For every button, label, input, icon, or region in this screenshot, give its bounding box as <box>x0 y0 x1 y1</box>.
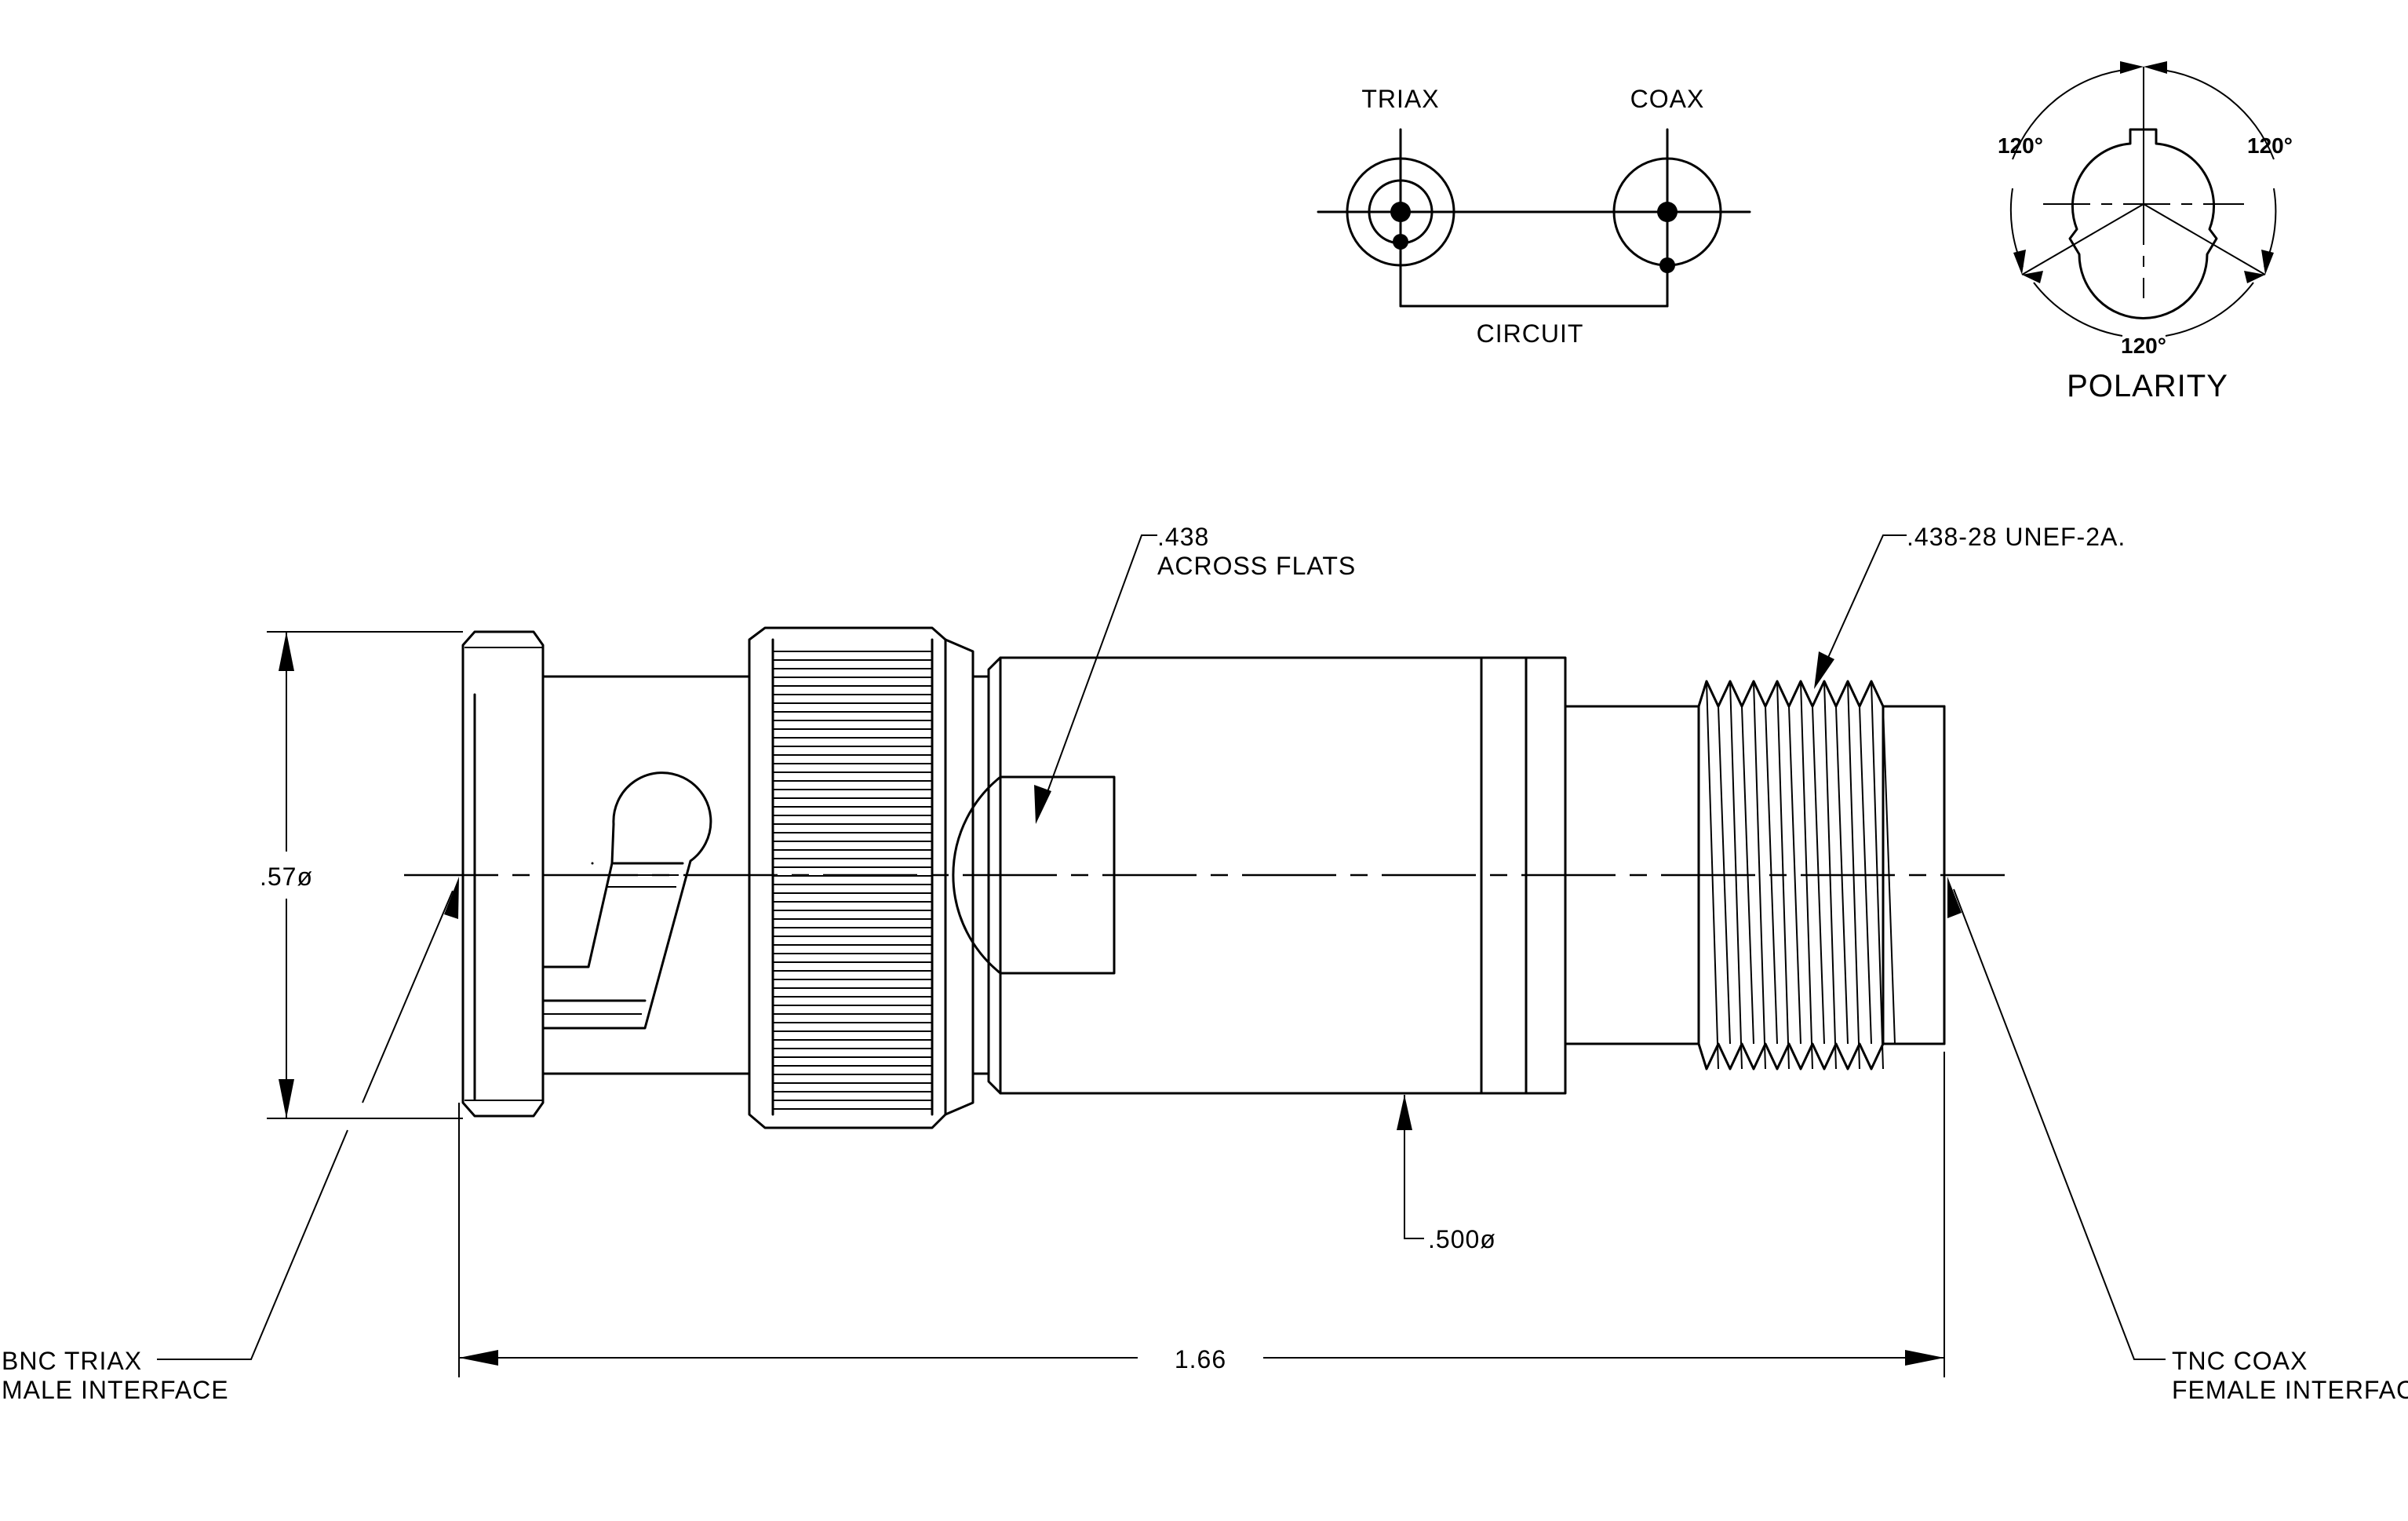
polarity-angle-bottom: 120° <box>2121 334 2166 358</box>
thread-line <box>1788 706 1801 1045</box>
polarity-title: POLARITY <box>2067 369 2228 403</box>
right-interface-line1: TNC COAX <box>2172 1347 2308 1375</box>
bnc-front-ring <box>461 630 545 1118</box>
overall-diameter-label: .57ø <box>260 863 313 891</box>
thread-spec: .438-28 UNEF-2A. <box>1907 523 2126 551</box>
callout-across-flats: .438 ACROSS FLATS <box>1034 523 1356 824</box>
left-interface-line2: MALE INTERFACE <box>2 1376 229 1404</box>
triax-symbol <box>1346 128 1455 308</box>
overall-length-label: 1.66 <box>1175 1345 1226 1373</box>
polarity-angle-top-right: 120° <box>2247 133 2293 158</box>
knurled-coupling-nut <box>748 626 990 1129</box>
connector-side-view <box>404 626 2005 1129</box>
triax-label: TRIAX <box>1361 85 1439 113</box>
polarity-angle-top-left: 120° <box>1998 133 2043 158</box>
thread-line <box>1753 680 1766 1070</box>
across-flats-value: .438 <box>1157 523 1209 551</box>
callout-thread: .438-28 UNEF-2A. <box>1814 523 2126 689</box>
callout-right-interface: TNC COAX FEMALE INTERFACE <box>1947 877 2408 1404</box>
polarity-view: 120° 120° 120° POLARITY <box>1998 61 2293 403</box>
tnc-neck <box>1564 705 1700 1045</box>
dimensions: .57ø 1.66 .438 ACROSS FLATS .438-28 UNEF… <box>2 523 2408 1404</box>
coax-label: COAX <box>1630 85 1705 113</box>
callout-body-diameter: .500ø <box>1397 1095 1496 1253</box>
knurl-lines <box>773 651 932 1110</box>
circuit-schematic: TRIAX COAX CIRCUIT <box>1317 85 1751 348</box>
circuit-label: CIRCUIT <box>1477 319 1584 348</box>
coax-symbol <box>1612 128 1722 308</box>
dim-overall-length: 1.66 <box>458 1052 1945 1377</box>
right-interface-line2: FEMALE INTERFACE <box>2172 1376 2408 1404</box>
left-interface-line1: BNC TRIAX <box>2 1347 142 1375</box>
body-diameter-label: .500ø <box>1428 1225 1496 1253</box>
across-flats-text: ACROSS FLATS <box>1157 552 1356 580</box>
callout-left-interface: BNC TRIAX MALE INTERFACE <box>2 877 459 1404</box>
dim-overall-diameter: .57ø <box>260 631 463 1119</box>
